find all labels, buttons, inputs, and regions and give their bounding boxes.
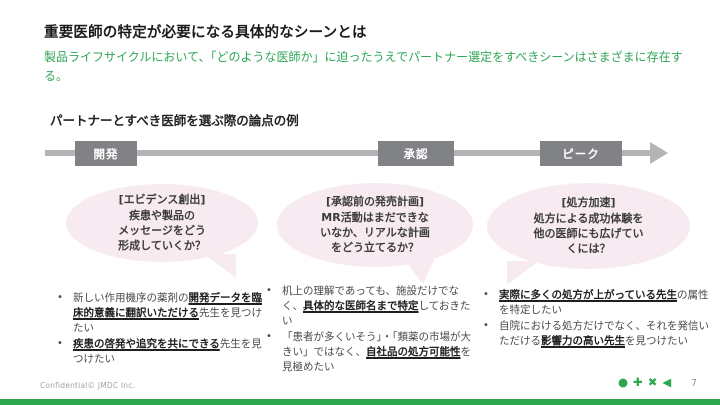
bubble-tail [204, 254, 236, 278]
bullet-item: • 「患者が多くいそう」・「類薬の市場が大きい」ではなく、自社品の処方可能性を見極… [266, 330, 480, 375]
speech-bubble-launch-plan: [承認前の発売計画]MR活動はまだできないなか、リアルな計画をどう立てるか？ [277, 183, 473, 284]
bubble-line: 他の医師にも広げてい [533, 227, 644, 240]
bullet-text: 自院における処方だけでなく、それを発信いただける影響力の高い先生を見つけたい [499, 319, 709, 347]
bullet-item: • 新しい作用機序の薬剤の開発データを臨床的意義に翻訳いただける先生を見つけたい [57, 291, 269, 336]
bubble-line: をどう立てるか？ [331, 241, 419, 255]
bubble-line: いなか、リアルな計画 [320, 226, 430, 239]
bullet-marker: • [57, 292, 63, 303]
jmdc-logo: ● ✚ ✖ ◀ [618, 375, 671, 389]
bullet-item: • 机上の理解であっても、施設だけでなく、具体的な医師名まで特定しておきたい [266, 284, 480, 329]
stage-label: 開発 [93, 146, 119, 161]
circle-icon: ● [618, 375, 629, 389]
stage-label: ピーク [562, 146, 600, 161]
bullet-marker: • [483, 319, 489, 331]
section-heading: パートナーとすべき医師を選ぶ際の論点の例 [50, 113, 299, 128]
confidential-note: Confidential© JMDC Inc. [40, 381, 136, 390]
slide-subtitle: 製品ライフサイクルにおいて、「どのような医師か」に迫ったうえでパートナー選定をす… [44, 50, 683, 83]
timeline-arrowhead-icon [650, 142, 668, 164]
stage-label: 承認 [403, 146, 429, 161]
page-number: 7 [691, 378, 698, 389]
bubble-line: MR活動はまだできな [321, 210, 429, 224]
bullet-marker: • [483, 289, 489, 300]
bullet-item: • 自院における処方だけでなく、それを発信いただける影響力の高い先生を見つけたい [483, 319, 709, 349]
timeline-stage-approval: 承認 [378, 141, 454, 166]
timeline-axis [45, 150, 650, 156]
bullet-item: • 疾患の啓発や追究を共にできる先生を見つけたい [57, 337, 269, 367]
bullet-list-development: •新しい作用機序の薬剤の開発データを臨床的意義に翻訳いただける先生を見つけたい•… [57, 291, 269, 368]
bullet-text: 新しい作用機序の薬剤の開発データを臨床的意義に翻訳いただける先生を見つけたい [73, 292, 262, 334]
speech-bubble-evidence: [エビデンス創出]疾患や製品のメッセージをどう形成していくか？ [66, 184, 258, 278]
bubble-line: 処方による成功体験を [533, 211, 644, 225]
timeline-stage-peak: ピーク [540, 141, 622, 166]
speech-bubble-acceleration: [処方加速]処方による成功体験を他の医師にも広げていくには？ [487, 183, 690, 285]
bubble-tail [403, 258, 435, 284]
bubble-line: メッセージをどう [118, 224, 206, 237]
bullet-text: 机上の理解であっても、施設だけでなく、具体的な医師名まで特定しておきたい [282, 285, 471, 327]
bubble-line: 形成していくか？ [118, 239, 206, 253]
bullet-text: 実際に多くの処方が上がっている先生の属性を特定したい [499, 289, 709, 316]
timeline-stage-development: 開発 [75, 141, 137, 166]
bullet-marker: • [266, 285, 272, 296]
bullet-marker: • [57, 337, 63, 349]
bubble-line: [承認前の発売計画] [325, 195, 425, 209]
bullet-text: 「患者が多くいそう」・「類薬の市場が大きい」ではなく、自社品の処方可能性を見極め… [282, 330, 471, 373]
x-icon: ✖ [647, 375, 658, 389]
bullet-text: 疾患の啓発や追究を共にできる先生を見つけたい [73, 337, 262, 365]
bullet-list-approval: • 机上の理解であっても、施設だけでなく、具体的な医師名まで特定しておきたい • 「患… [266, 284, 480, 375]
bullet-list-peak: • 実際に多くの処方が上がっている先生の属性を特定したい • 自院における処方だけでな… [483, 288, 709, 350]
plus-icon: ✚ [633, 375, 643, 389]
bullet-marker: • [266, 330, 272, 342]
bubble-line: 疾患や製品の [129, 208, 195, 222]
bubble-line: くには？ [566, 242, 611, 256]
bubble-tail [507, 261, 539, 285]
bubble-line: [エビデンス創出] [118, 193, 206, 207]
triangle-left-icon: ◀ [662, 375, 672, 389]
bullet-item: • 実際に多くの処方が上がっている先生の属性を特定したい [483, 288, 709, 318]
page-title: 重要医師の特定が必要になる具体的なシーンとは [44, 25, 367, 41]
bottom-accent-bar [0, 399, 720, 405]
bubble-line: [処方加速] [561, 196, 616, 210]
